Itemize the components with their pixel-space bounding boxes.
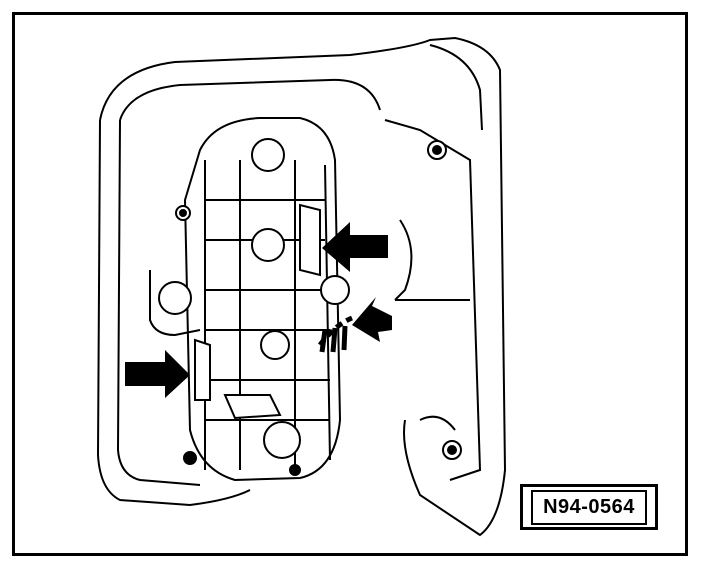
bulb-top	[251, 138, 285, 172]
bulb-middle	[260, 330, 290, 360]
arrow-pointing-left-upper-icon	[322, 222, 388, 272]
screw-bottom-center	[289, 464, 301, 476]
arrow-pointing-right-left-icon	[352, 297, 392, 342]
figure-code-box: N94-0564	[520, 484, 658, 530]
bulb-carrier	[183, 117, 342, 482]
figure-frame	[12, 12, 688, 556]
lamp-housing	[96, 36, 507, 537]
bulb-bottom	[263, 421, 301, 459]
bulb-side	[158, 281, 192, 315]
bulbs	[158, 138, 350, 459]
latch-details	[149, 203, 470, 431]
screw-bottom-left	[183, 451, 197, 465]
turn-indicator-ticks	[319, 325, 348, 353]
fasteners	[175, 140, 462, 476]
arrow-pointing-left-lower-icon	[125, 350, 190, 398]
figure-code: N94-0564	[531, 489, 647, 525]
bulb-upper-middle	[251, 228, 285, 262]
bulb-socket	[320, 275, 350, 305]
